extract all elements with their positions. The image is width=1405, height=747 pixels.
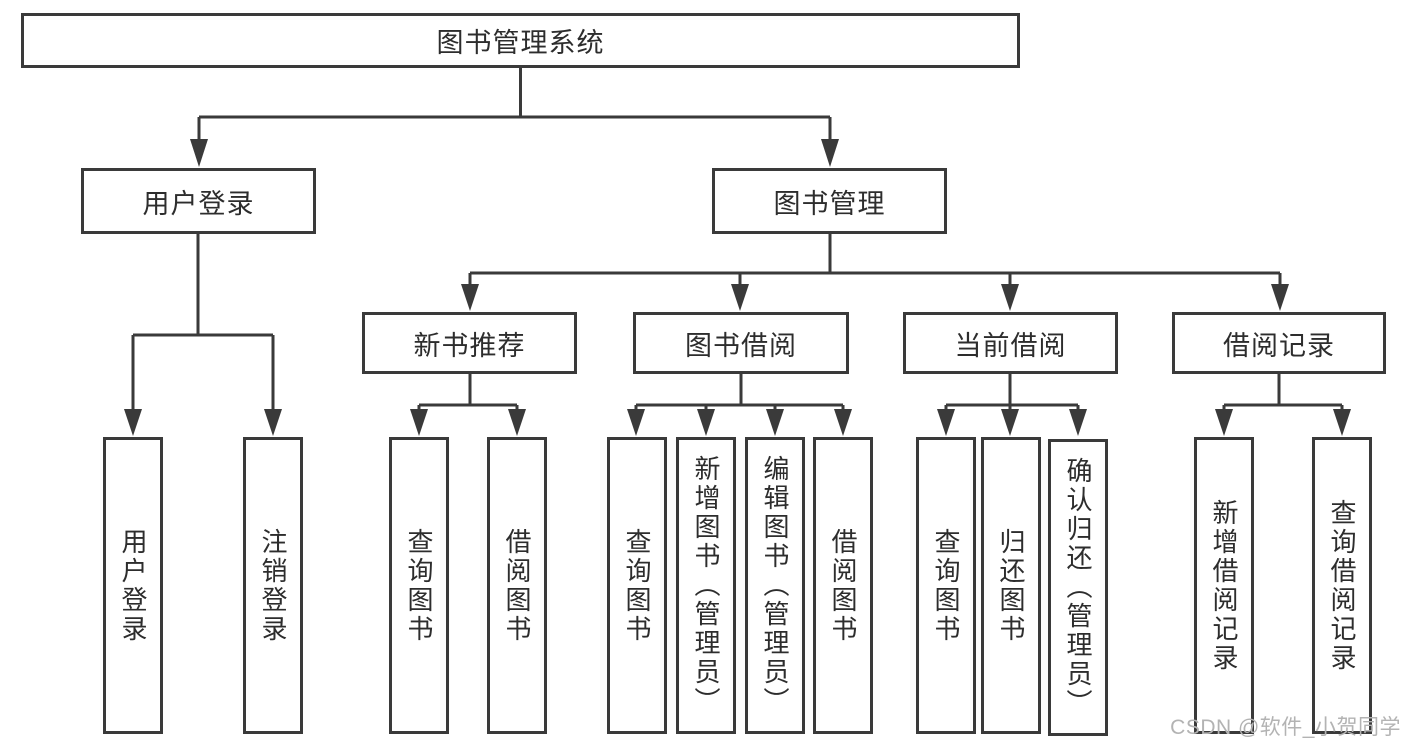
leaf-add-books-admin: 新增图书（管理员） (676, 437, 736, 734)
arrow-icon (1001, 284, 1019, 311)
arrow-icon (627, 409, 645, 436)
arrow-icon (1001, 409, 1019, 436)
arrow-icon (766, 409, 784, 436)
leaf-query-books-current: 查询图书 (916, 437, 976, 734)
node-root: 图书管理系统 (21, 13, 1020, 68)
arrow-icon (124, 409, 142, 436)
node-current-borrow: 当前借阅 (903, 312, 1118, 374)
connector-book-borrow-branch (634, 374, 845, 411)
leaf-query-books-borrow: 查询图书 (607, 437, 667, 734)
arrow-icon (937, 409, 955, 436)
leaf-add-borrow-record: 新增借阅记录 (1194, 437, 1254, 734)
node-borrow-records: 借阅记录 (1172, 312, 1386, 374)
connector-paths (131, 67, 1344, 411)
watermark: CSDN @软件_小贺同学 (1170, 716, 1401, 739)
node-book-borrow: 图书借阅 (633, 312, 849, 374)
arrow-icon (697, 409, 715, 436)
leaf-return-books: 归还图书 (981, 437, 1041, 734)
arrow-icon (264, 409, 282, 436)
arrow-icon (834, 409, 852, 436)
connector-user-login-branch (131, 234, 275, 410)
connector-book-mgmt-to-level3 (468, 234, 1282, 285)
arrow-icon (1069, 409, 1087, 436)
arrow-icon (461, 284, 479, 311)
leaf-logout-action: 注销登录 (243, 437, 303, 734)
arrowheads (124, 139, 1351, 436)
connector-borrow-record-branch (1222, 374, 1344, 411)
arrow-icon (731, 284, 749, 311)
arrow-icon (1215, 409, 1233, 436)
arrow-icon (1271, 284, 1289, 311)
leaf-user-login-action: 用户登录 (103, 437, 163, 734)
leaf-borrow-books-recommend: 借阅图书 (487, 437, 547, 734)
leaf-query-borrow-record: 查询借阅记录 (1312, 437, 1372, 734)
leaf-confirm-return-admin: 确认归还（管理员） (1048, 439, 1108, 736)
arrow-icon (821, 139, 839, 167)
node-user-login: 用户登录 (81, 168, 316, 234)
leaf-borrow-books: 借阅图书 (813, 437, 873, 734)
node-new-book-recommend: 新书推荐 (362, 312, 577, 374)
leaf-edit-books-admin: 编辑图书（管理员） (745, 437, 805, 734)
arrow-icon (190, 139, 208, 167)
connector-current-borrow-branch (944, 374, 1080, 411)
node-book-management: 图书管理 (712, 168, 947, 234)
connector-root-to-level2 (197, 67, 832, 141)
arrow-icon (1333, 409, 1351, 436)
connector-new-book-branch (417, 374, 519, 411)
arrow-icon (508, 409, 526, 436)
leaf-query-books-recommend: 查询图书 (389, 437, 449, 734)
arrow-icon (410, 409, 428, 436)
